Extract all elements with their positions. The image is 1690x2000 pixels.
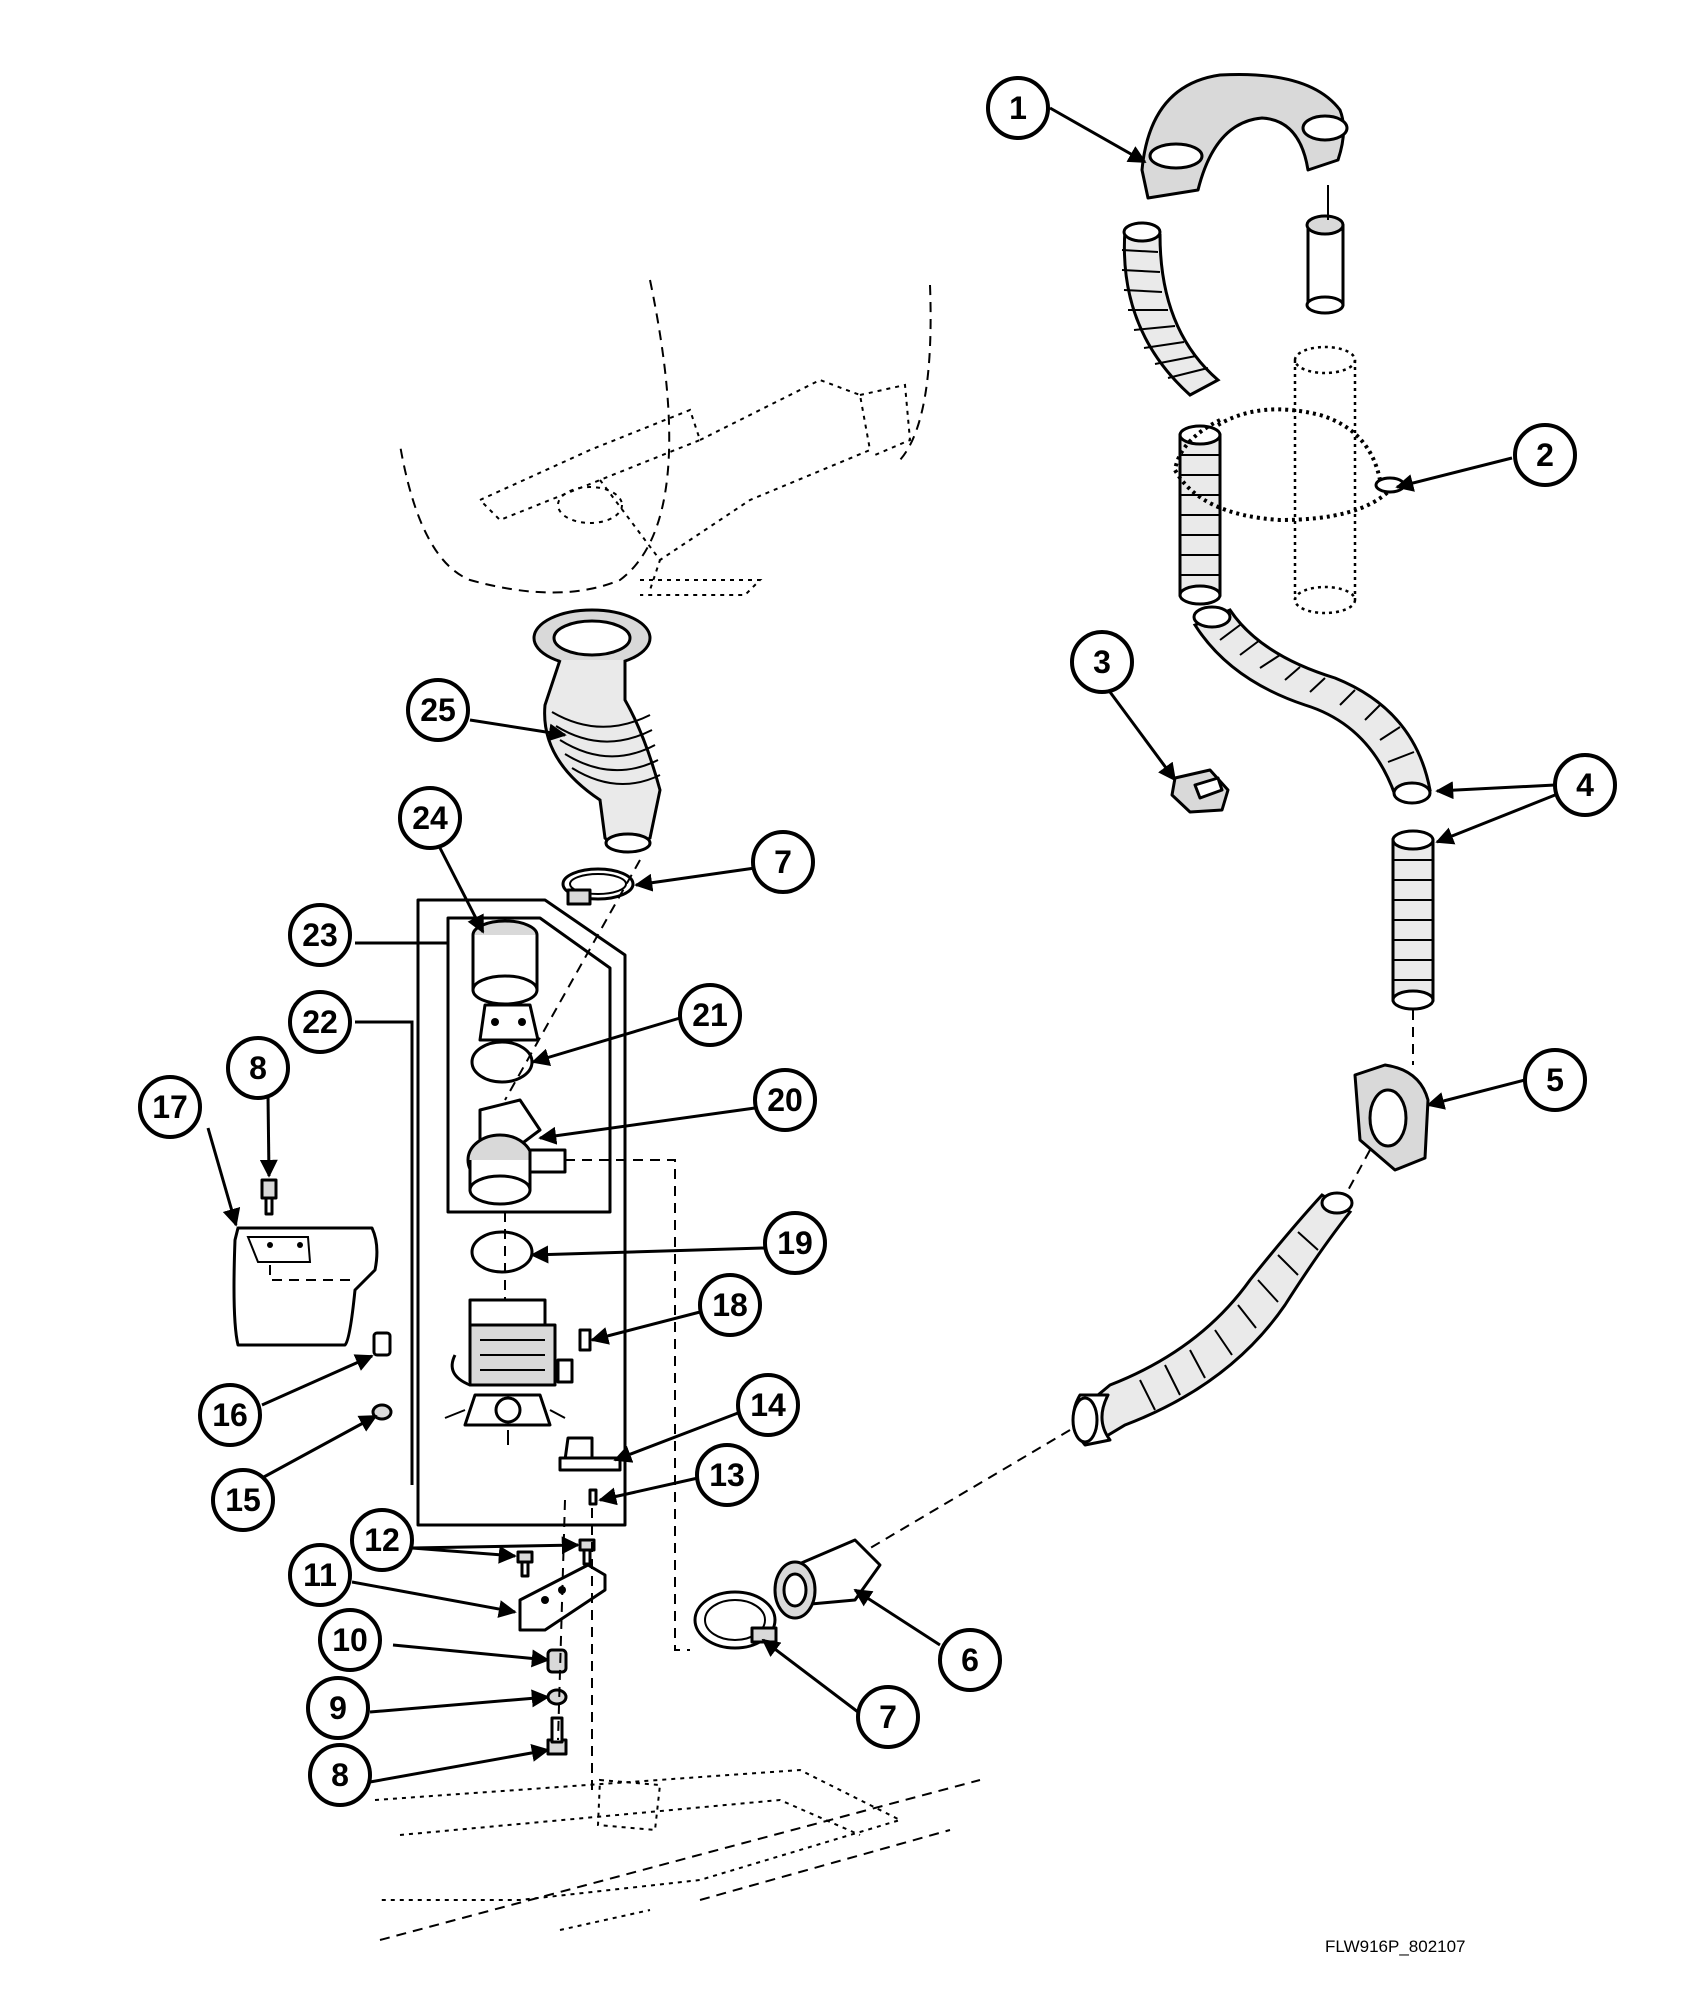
callout-2: 2	[1513, 423, 1577, 487]
callout-7-upper-label: 7	[774, 844, 792, 880]
standpipe-solid	[1305, 214, 1345, 315]
callout-12: 12	[350, 1508, 414, 1572]
screw-13	[588, 1488, 598, 1506]
callout-7-lower: 7	[856, 1685, 920, 1749]
callout-20-label: 20	[767, 1082, 803, 1118]
callout-25-label: 25	[420, 692, 456, 728]
callout-9: 9	[306, 1676, 370, 1740]
standpipe-ghost	[1293, 345, 1357, 615]
washer-tub-outline	[399, 279, 932, 596]
callout-14-label: 14	[750, 1387, 786, 1423]
callout-12-label: 12	[364, 1522, 400, 1558]
drain-hose-guide	[1140, 72, 1349, 200]
callout-22: 22	[288, 990, 352, 1054]
callout-15-label: 15	[225, 1482, 261, 1518]
callout-7-upper: 7	[751, 830, 815, 894]
callout-7-lower-label: 7	[879, 1699, 897, 1735]
callout-17: 17	[138, 1075, 202, 1139]
pump-inlet-fitting	[471, 919, 540, 1042]
cabinet-base-outline	[374, 1768, 981, 1941]
callout-8-lower-label: 8	[331, 1757, 349, 1793]
spacer-10	[546, 1648, 568, 1674]
leader-lines	[206, 106, 1556, 1784]
drain-hose-corrugated-mid	[1178, 424, 1222, 606]
drain-hose-section-lower	[1391, 829, 1435, 1011]
callout-3: 3	[1070, 630, 1134, 694]
callout-16-label: 16	[212, 1397, 248, 1433]
callout-4-label: 4	[1576, 767, 1594, 803]
screws-12	[516, 1538, 596, 1578]
grommet-16	[372, 1331, 392, 1357]
callout-8-lower: 8	[308, 1743, 372, 1807]
pump-volute	[466, 1098, 567, 1206]
callout-5: 5	[1523, 1048, 1587, 1112]
callout-24: 24	[398, 786, 462, 850]
callout-11: 11	[288, 1543, 352, 1607]
callout-13-label: 13	[709, 1457, 745, 1493]
bolt-8-lower	[546, 1716, 568, 1756]
hose-clamp-lower	[693, 1590, 778, 1650]
drain-hose-lower	[1071, 1191, 1354, 1447]
callout-18-label: 18	[712, 1287, 748, 1323]
callout-11-label: 11	[303, 1557, 337, 1593]
callout-10-label: 10	[332, 1622, 368, 1658]
callout-21: 21	[678, 983, 742, 1047]
screw-upper-left	[260, 1178, 278, 1216]
callout-19: 19	[763, 1211, 827, 1275]
callout-23: 23	[288, 903, 352, 967]
drain-pump-motor	[444, 1298, 592, 1445]
callout-20: 20	[753, 1068, 817, 1132]
callout-9-label: 9	[329, 1690, 347, 1726]
callout-4: 4	[1553, 753, 1617, 817]
callout-17-label: 17	[152, 1089, 188, 1125]
callout-14: 14	[736, 1373, 800, 1437]
hose-bushing	[1353, 1063, 1430, 1172]
callout-25: 25	[406, 678, 470, 742]
callout-1-label: 1	[1009, 90, 1027, 126]
washer-9	[546, 1688, 568, 1706]
drain-hose-section	[1192, 605, 1432, 805]
hose-clamp-upper	[561, 867, 635, 906]
callout-19-label: 19	[777, 1225, 813, 1261]
callout-6-label: 6	[961, 1642, 979, 1678]
callout-8-upper-label: 8	[249, 1050, 267, 1086]
callout-24-label: 24	[412, 800, 448, 836]
callout-22-label: 22	[302, 1004, 338, 1040]
tub-to-pump-hose	[532, 608, 662, 854]
callout-2-label: 2	[1536, 437, 1554, 473]
callout-3-label: 3	[1093, 644, 1111, 680]
callout-21-label: 21	[692, 997, 728, 1033]
o-ring-lower	[470, 1230, 534, 1274]
callout-5-label: 5	[1546, 1062, 1564, 1098]
callout-6: 6	[938, 1628, 1002, 1692]
hose-clip	[1170, 768, 1230, 814]
pump-cover-plate	[232, 1226, 379, 1347]
o-ring-upper	[470, 1040, 534, 1084]
drain-adapter	[773, 1538, 882, 1620]
callout-1: 1	[986, 76, 1050, 140]
callout-13: 13	[695, 1443, 759, 1507]
callout-15: 15	[211, 1468, 275, 1532]
pump-housing-inset	[446, 916, 612, 1214]
callout-8-upper: 8	[226, 1036, 290, 1100]
clip-14	[558, 1436, 622, 1472]
callout-23-label: 23	[302, 917, 338, 953]
callout-16: 16	[198, 1383, 262, 1447]
figure-id-label: FLW916P_802107	[1325, 1937, 1466, 1956]
pump-mounting-bracket	[416, 898, 627, 1527]
drain-hose-corrugated-top	[1121, 221, 1221, 397]
callout-10: 10	[318, 1608, 382, 1672]
callout-18: 18	[698, 1273, 762, 1337]
